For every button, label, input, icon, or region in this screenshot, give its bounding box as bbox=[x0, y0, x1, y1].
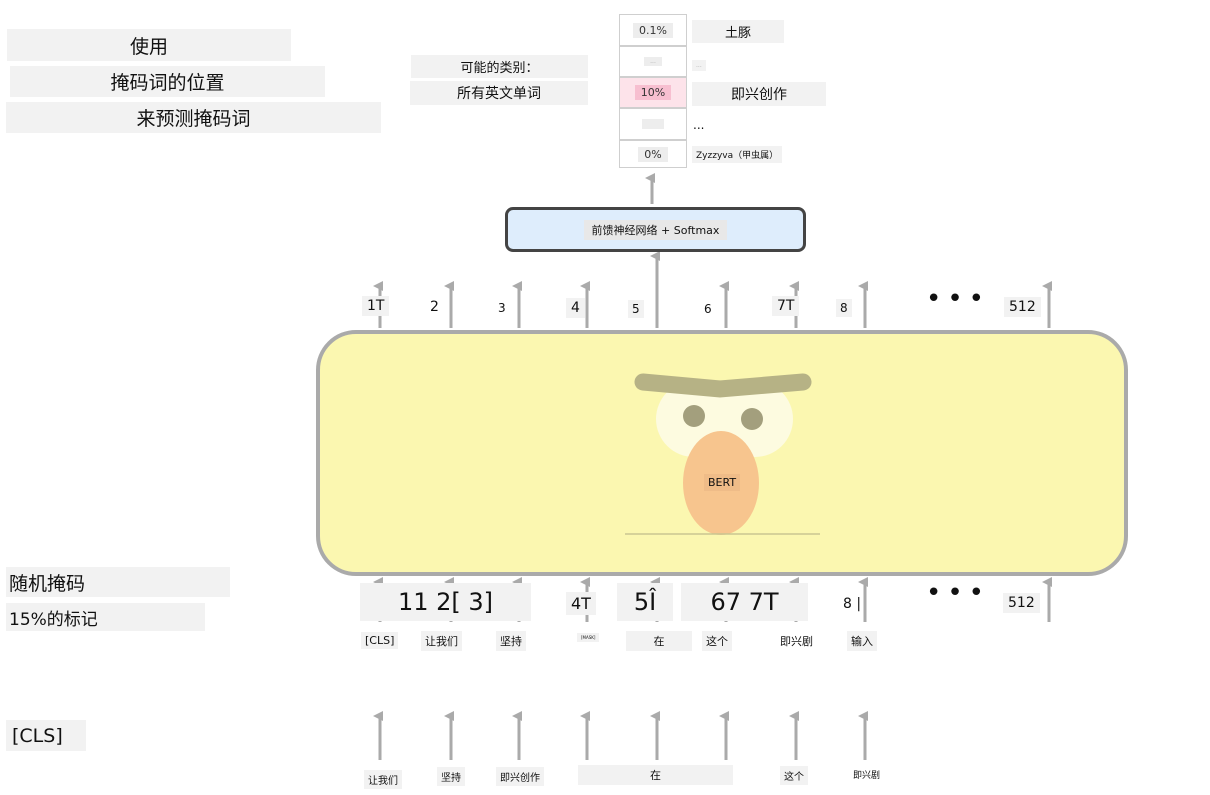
output-pos-512: 512 bbox=[1004, 297, 1041, 317]
bert-face bbox=[625, 373, 820, 535]
input-pos-4: 4T bbox=[566, 592, 596, 615]
ffn-softmax-label: 前馈神经网络 + Softmax bbox=[583, 219, 728, 240]
input-ellipsis: ••• bbox=[926, 578, 991, 608]
bert-block: BERT bbox=[316, 330, 1128, 576]
bottom-token-in: 在 bbox=[578, 765, 733, 785]
output-pos-4: 4 bbox=[566, 298, 585, 318]
mid-token-mask: [MASK] bbox=[577, 633, 600, 642]
label-cls-bottom: [CLS] bbox=[6, 720, 86, 751]
mid-token-improv: 即兴剧 bbox=[780, 635, 813, 648]
mid-token-in: 在 bbox=[626, 631, 692, 651]
bert-pupil-left bbox=[683, 405, 705, 427]
mid-token-stick: 坚持 bbox=[496, 631, 526, 651]
label-fifteen-percent: 15%的标记 bbox=[6, 603, 205, 631]
output-pos-7: 7T bbox=[772, 296, 800, 316]
vocab-word-ellipsis-1: ... bbox=[692, 60, 706, 71]
ffn-softmax-box: 前馈神经网络 + Softmax bbox=[505, 207, 806, 252]
mid-token-cls: [CLS] bbox=[361, 632, 399, 649]
bottom-token-lets: 让我们 bbox=[364, 770, 402, 789]
input-pos-512: 512 bbox=[1003, 593, 1040, 613]
vocab-cell-aardvark: 0.1% bbox=[619, 14, 687, 46]
output-pos-5: 5 bbox=[628, 300, 644, 318]
vocab-cell-ellipsis-1: ... bbox=[619, 46, 687, 77]
label-mask-position: 掩码词的位置 bbox=[10, 66, 325, 97]
vocab-word-improvisation: 即兴创作 bbox=[692, 82, 826, 106]
label-all-english-words: 所有英文单词 bbox=[410, 81, 588, 105]
label-random-mask: 随机掩码 bbox=[6, 567, 230, 597]
bottom-token-improvise: 即兴创作 bbox=[496, 767, 544, 786]
label-possible-classes: 可能的类别： bbox=[411, 55, 588, 78]
input-pos-5: 5Î bbox=[617, 583, 673, 621]
vocab-prob-improvisation: 10% bbox=[634, 85, 672, 100]
bottom-token-stick: 坚持 bbox=[437, 767, 465, 786]
input-pos-8: 8 | bbox=[843, 596, 862, 612]
vocab-word-zyzzyva: Zyzzyva（甲虫属） bbox=[692, 146, 783, 163]
vocab-prob-empty bbox=[642, 119, 664, 129]
vocab-prob-zyzzyva: 0% bbox=[638, 146, 668, 162]
bottom-token-this: 这个 bbox=[780, 766, 808, 785]
output-pos-6: 6 bbox=[704, 302, 712, 316]
vocab-cell-improvisation: 10% bbox=[619, 77, 687, 108]
label-predict-mask: 来预测掩码词 bbox=[6, 102, 381, 133]
label-use: 使用 bbox=[7, 29, 291, 61]
vocab-prob-ellipsis-1: ... bbox=[644, 57, 662, 66]
bert-brow bbox=[634, 373, 812, 398]
bert-label: BERT bbox=[704, 474, 741, 491]
output-pos-8: 8 bbox=[836, 299, 852, 317]
mid-token-input: 输入 bbox=[847, 631, 877, 651]
bottom-token-improv: 即兴剧 bbox=[853, 771, 881, 781]
mid-token-this: 这个 bbox=[702, 631, 732, 651]
vocab-word-ellipsis-2: ... bbox=[693, 118, 705, 132]
output-pos-3: 3 bbox=[498, 301, 506, 315]
input-pos-group-1: 11 2[ 3] bbox=[360, 583, 531, 621]
output-ellipsis: ••• bbox=[926, 284, 991, 314]
input-pos-group-6-7: 67 7T bbox=[681, 583, 808, 621]
vocab-cell-empty bbox=[619, 108, 687, 140]
vocab-cell-zyzzyva: 0% bbox=[619, 140, 687, 168]
vocab-word-aardvark: 土豚 bbox=[692, 20, 784, 43]
mid-token-lets: 让我们 bbox=[421, 631, 462, 651]
bert-pupil-right bbox=[741, 408, 763, 430]
output-pos-1: 1T bbox=[362, 296, 390, 316]
vocab-prob-aardvark: 0.1% bbox=[633, 22, 673, 38]
output-pos-2: 2 bbox=[430, 299, 439, 315]
